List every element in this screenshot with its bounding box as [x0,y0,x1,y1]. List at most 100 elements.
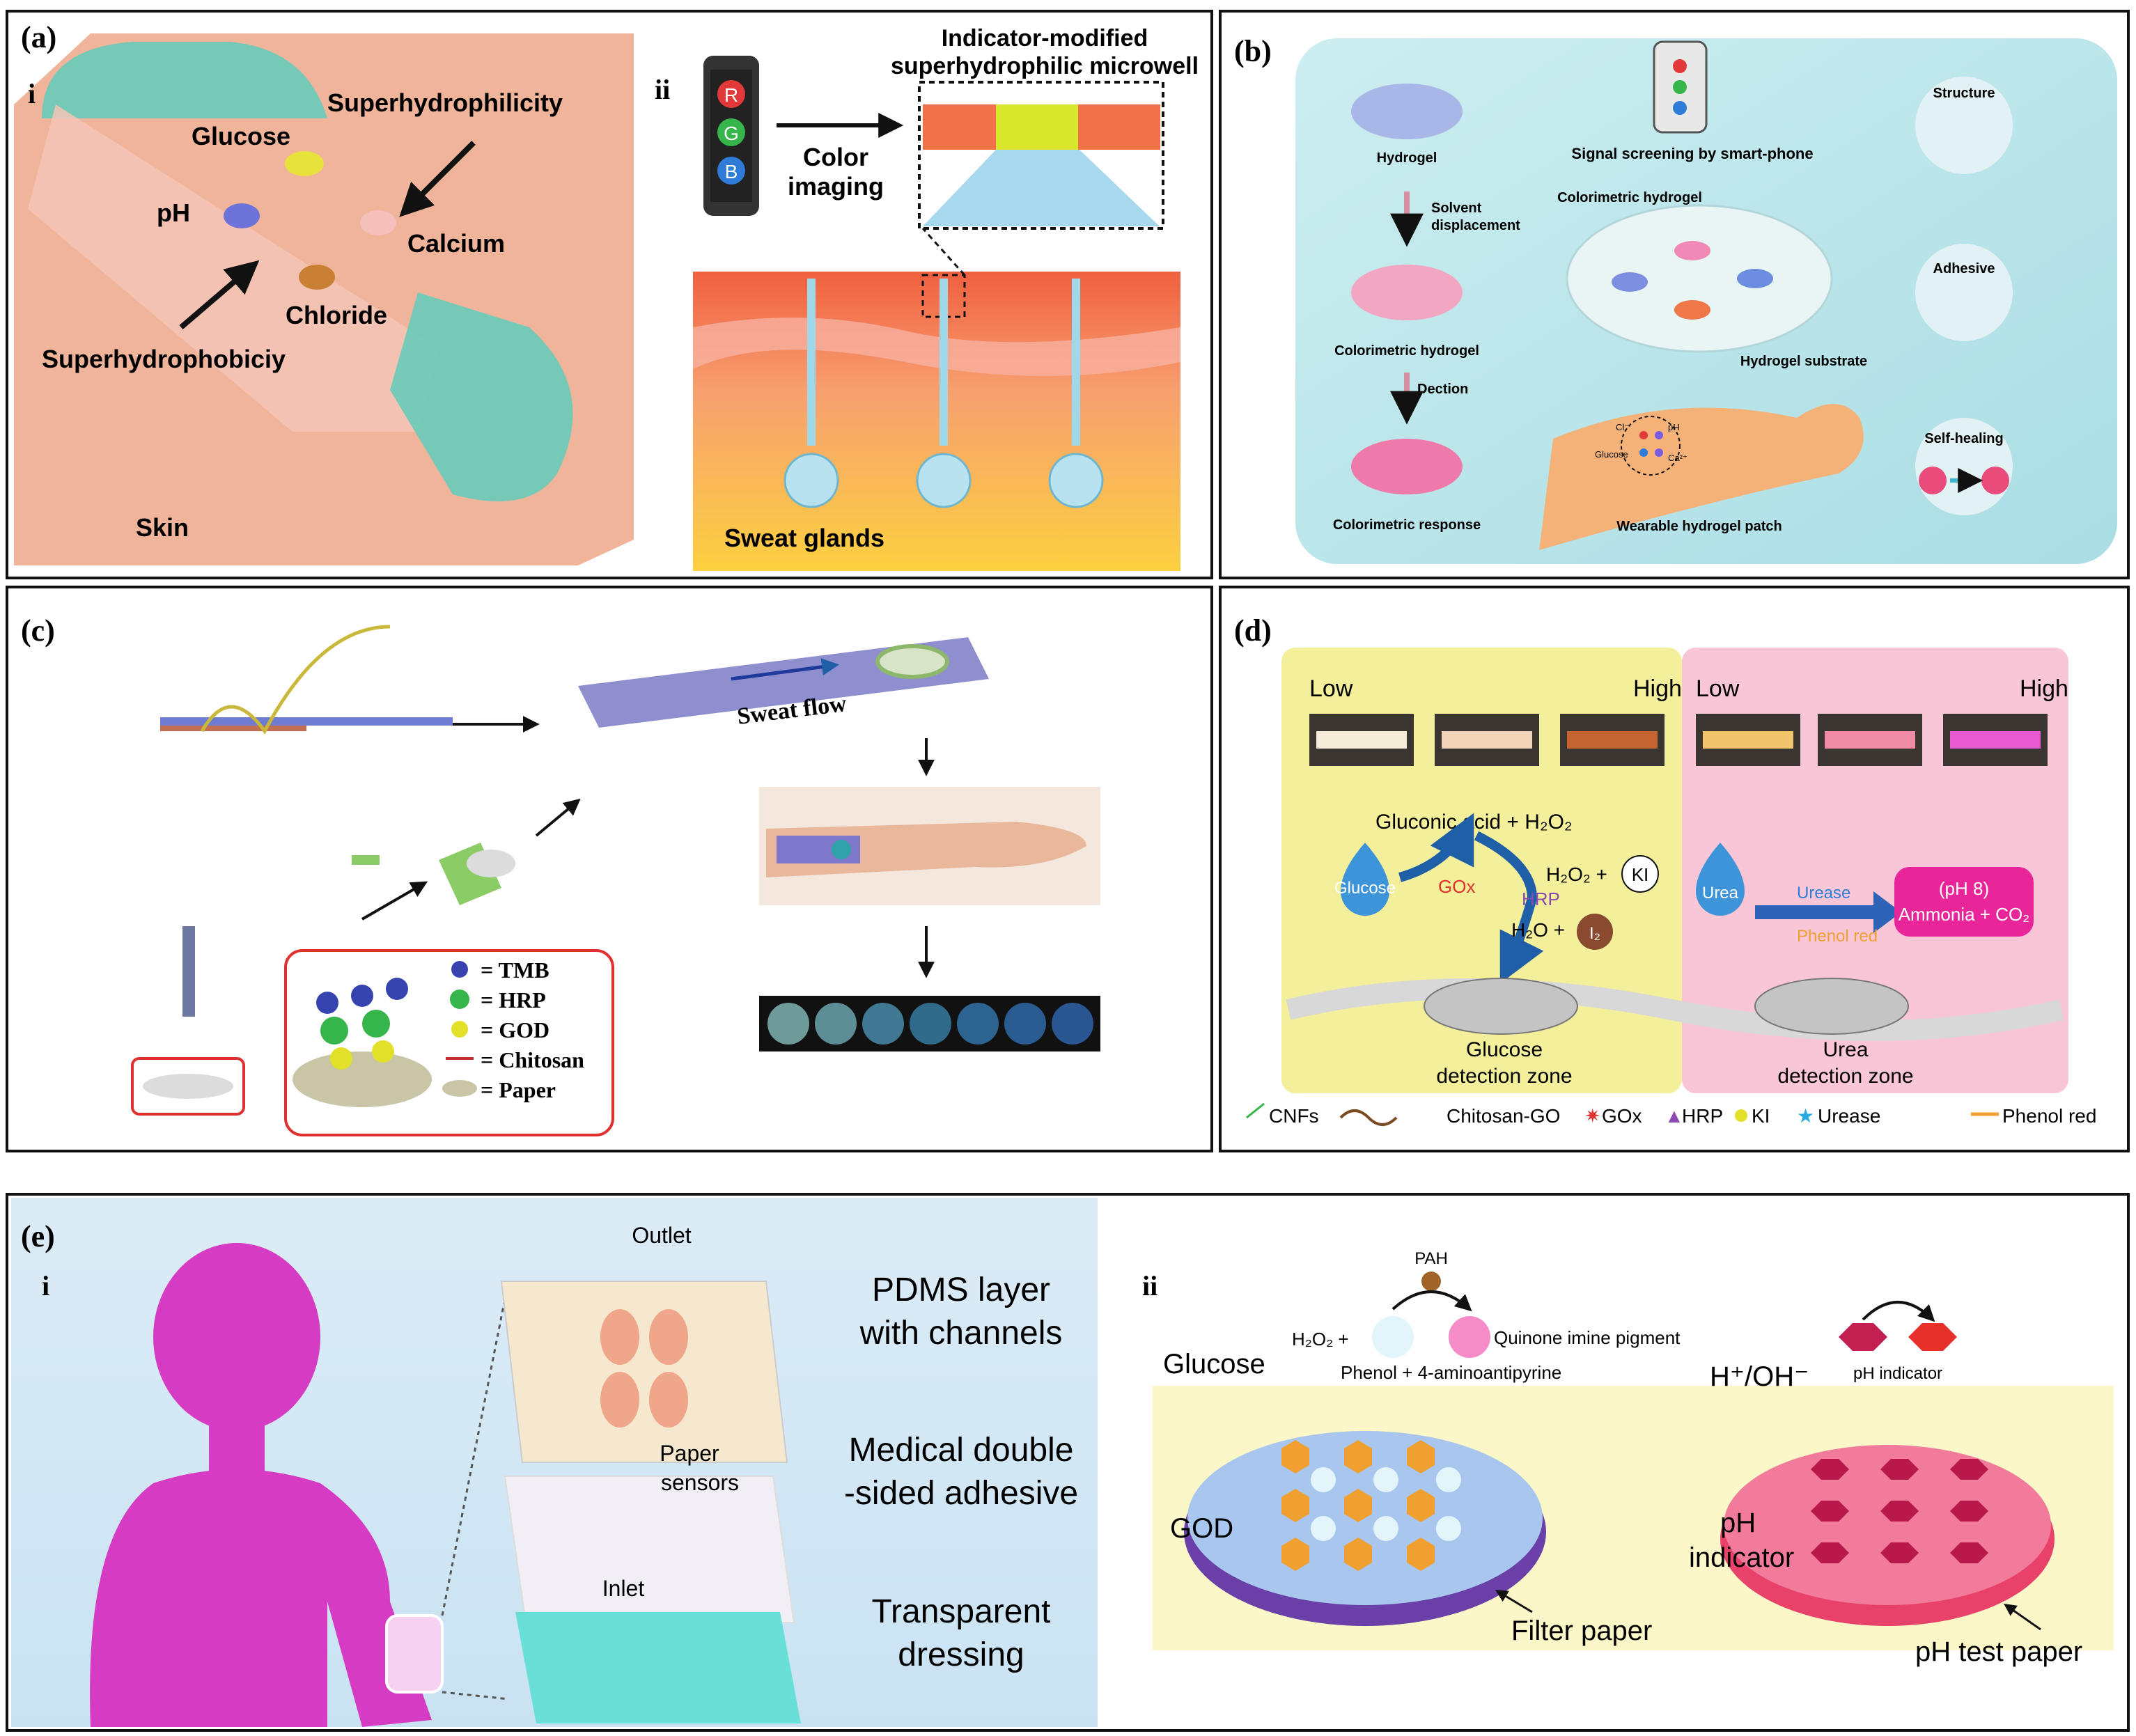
ph-spot [224,203,260,228]
phenol-label: Phenol + 4-aminoantipyrine [1341,1362,1561,1383]
high-left: High [1633,675,1682,702]
gox-arrow [1398,813,1474,882]
filter-paper-circles [1311,1467,1461,1541]
colorimetric-response-disc [1351,439,1463,494]
glucose-drop [1341,843,1389,916]
solvent-label-2: displacement [1431,218,1520,233]
hydrogel-label: Hydrogel [1377,150,1437,166]
phone-g-dot [717,118,745,146]
microwell-wall-right [1078,104,1160,150]
panel-a-sub-ii: ii [655,74,670,105]
solvent-label-1: Solvent [1431,201,1482,216]
gluconic-acid-label: Gluconic acid + H₂O₂ [1375,811,1573,834]
patch-guide-bottom [442,1691,509,1700]
dection-label: Dection [1417,382,1468,397]
legend-chitosan: = Chitosan [481,1047,584,1072]
h2o-label: H₂O + [1511,919,1565,941]
legend-urease: Urease [1818,1105,1880,1127]
legend-urease-icon: ★ [1797,1105,1814,1127]
panel-d: (d) Low High Low High Glucose Gluconic a… [1219,586,2130,1152]
hoh-label: H⁺/OH⁻ [1710,1361,1809,1392]
i2-label: I₂ [1589,924,1600,943]
phone-b-dot [717,157,745,185]
hrp-arrow [1474,831,1544,984]
legend-paper: = Paper [481,1077,556,1102]
glucose-strip-high-thread [1567,731,1658,749]
i2-circle [1577,914,1613,950]
high-right: High [2020,675,2068,702]
panel-e: (e) i Outlet PDMS layer with channels Pa… [6,1193,2130,1732]
legend-hrp-icon: ▲ [1665,1105,1684,1127]
self-healing-after [1981,467,2009,494]
filter-paper-label: Filter paper [1511,1616,1652,1646]
patch-dot-1 [1639,431,1648,439]
sweat-gland-ducts [807,279,1080,446]
ph8-box [1894,867,2034,937]
legend-ki-icon [1735,1109,1747,1122]
legend-gox-icon: ✷ [1584,1105,1600,1127]
legend-paper-illustration [293,1051,432,1107]
legend-gox: GOx [1602,1105,1642,1127]
legend-chitosan-go: Chitosan-GO [1447,1105,1560,1127]
arm-patch-spot [832,840,851,859]
substrate-spot-orange [1674,300,1710,320]
urea-drop [1696,843,1745,916]
phenol-red-label: Phenol red [1797,927,1878,946]
legend-hrp: HRP [1682,1105,1723,1127]
paper-disc-on-square [467,850,515,877]
imaging-label: imaging [788,172,884,201]
adhesive-circle [1915,244,2013,341]
color-label: Color [803,143,868,171]
indicator-title-1: Indicator-modified [942,25,1148,52]
ph-label: pH [157,198,190,227]
urea-strip-low-thread [1703,731,1793,749]
structure-circle [1915,77,2013,174]
microwell-indicator [996,104,1079,150]
adhesive-label: Adhesive [1933,261,1995,276]
inlet-label: Inlet [602,1576,645,1601]
sweat-glands-label: Sweat glands [724,524,884,552]
outlet-label: Outlet [632,1223,691,1248]
indicator-title-2: superhydrophilic microwell [891,53,1199,79]
paper-small-square [352,855,380,865]
e-h2o2-label: H₂O₂ + [1292,1329,1349,1350]
legend-hrp-symbol [450,990,469,1009]
panel-b-phone-g [1673,80,1687,94]
signal-screening-label: Signal screening by smart-phone [1571,145,1813,162]
panel-b-phone-r [1673,59,1687,73]
wearable-arm [1539,404,1864,550]
panel-c-label: (c) [21,613,55,648]
superhydrophobicity-label: Superhydrophobiciy [42,345,286,373]
e-glucose-label: Glucose [1163,1349,1265,1379]
thread-layer-top [160,717,453,726]
panel-b: (b) Hydrogel Solvent displacement Colori… [1219,10,2130,579]
legend-cnfs: CNFs [1269,1105,1319,1127]
dressing-layer [515,1612,801,1723]
ph-test-paper-top [1724,1445,2051,1605]
thread-stitch [200,625,391,735]
glucose-drop-label: Glucose [1334,879,1396,898]
zoom-guide-line [921,227,966,276]
glucose-zone-label-2: detection zone [1436,1065,1572,1088]
pore-zoom-box [921,274,966,318]
superhydrophilicity-label: Superhydrophilicity [327,88,563,117]
paper-highlight-box [131,1057,245,1116]
patch-dot-4 [1655,448,1663,457]
panel-b-phone-b [1673,101,1687,115]
paper-disc [143,1074,233,1099]
self-healing-label: Self-healing [1924,431,2003,446]
ki-circle [1621,855,1659,893]
quinone-label: Quinone imine pigment [1494,1327,1681,1348]
transparent-label-2: dressing [898,1636,1024,1673]
filter-paper-hexagons [1281,1440,1435,1571]
adhesive-layer [504,1476,795,1623]
arm-label-ca: Ca²⁺ [1668,453,1687,463]
self-healing-before [1919,467,1947,494]
medical-label-1: Medical double [849,1432,1074,1469]
ph-indicator-hex-1 [1839,1323,1887,1351]
gox-label: GOx [1438,876,1475,897]
glucose-strip-mid-thread [1442,731,1532,749]
sweat-flow-arrow [731,658,839,681]
thread-layer-bottom [160,726,306,731]
